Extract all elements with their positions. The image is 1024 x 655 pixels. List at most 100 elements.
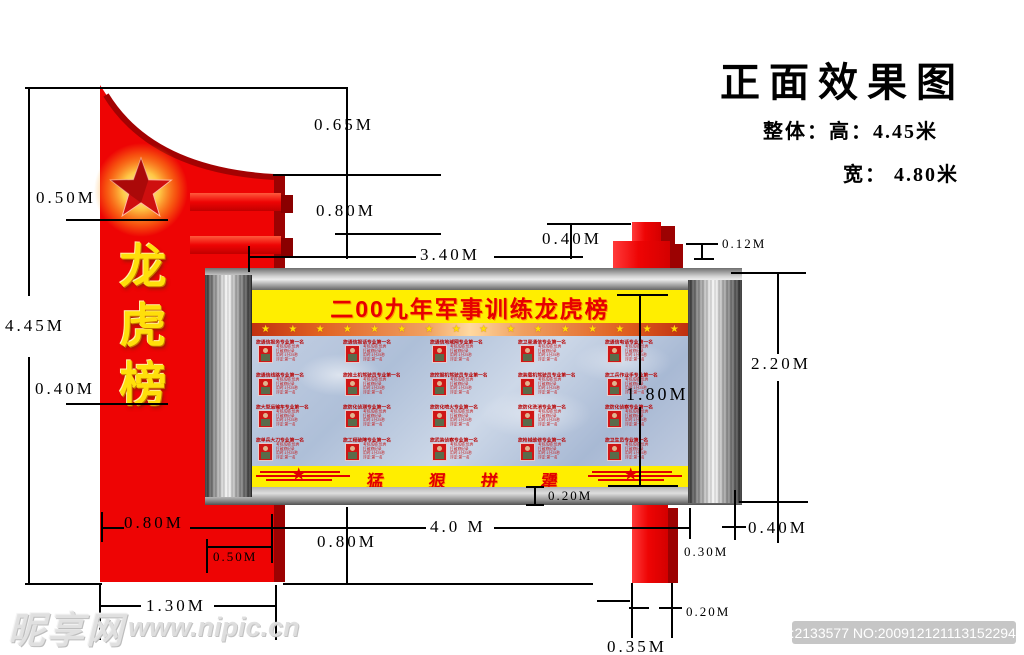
honor-entry: 旅通信报话专业第一名考核成绩:优秀打破旅纪录用时:1分25秒评定:第一名记录:4… — [339, 336, 426, 369]
honor-entry-title: 旅通信报务专业第一名 — [256, 340, 305, 346]
honor-entry: 旅防化喷火专业第一名考核成绩:优秀打破旅纪录用时:1分25秒评定:第一名记录:4… — [426, 401, 513, 434]
dimension-line — [608, 485, 678, 487]
honor-entry: 旅大型运输车专业第一名考核成绩:优秀打破旅纪录用时:1分25秒评定:第一名记录:… — [252, 401, 339, 434]
dimension-label-040-left: 0.40M — [35, 379, 95, 398]
page-title: 正面效果图 — [720, 61, 965, 105]
watermark-url: www.nipic.cn — [128, 612, 300, 642]
dimension-line — [275, 585, 277, 640]
honor-entry: 旅武装侦察专业第一名考核成绩:优秀打破旅纪录用时:1分25秒评定:第一名记录:4… — [426, 434, 513, 467]
dimension-line — [689, 508, 691, 539]
motto-char-hen: 狠 — [427, 472, 448, 487]
overall-height-text: 整体：高：4.45米 — [763, 121, 938, 143]
band-star-icon: ★ — [533, 323, 543, 335]
dimension-label-040-post: 0.40M — [542, 229, 602, 248]
flourish-star-icon: ★ — [292, 466, 306, 483]
honor-entry-details: 考核成绩:优秀打破旅纪录用时:1分25秒评定:第一名 — [537, 345, 561, 362]
soldier-photo — [432, 345, 448, 363]
honor-entry: 旅推土机驾驶员专业第一名考核成绩:优秀打破旅纪录用时:1分25秒评定:第一名记录… — [339, 369, 426, 402]
dimension-label-020-post: 0.20M — [686, 604, 731, 619]
dimension-line — [66, 403, 168, 405]
honor-entry-title: 旅通信地域网专业第一名 — [430, 340, 484, 346]
dimension-line — [777, 381, 779, 503]
honor-entry: 旅单兵大刀专业第一名考核成绩:优秀打破旅纪录用时:1分25秒评定:第一名记录:4… — [252, 434, 339, 467]
dimension-line — [101, 512, 103, 542]
band-star-icon: ★ — [506, 323, 516, 335]
red-pillar — [94, 85, 293, 582]
dimension-label-020-rail: 0.20M — [548, 488, 593, 503]
dimension-line — [671, 583, 673, 638]
band-star-icon: ★ — [424, 323, 434, 335]
band-star-icon: ★ — [261, 323, 271, 335]
soldier-photo — [345, 410, 361, 428]
honor-entry-title: 旅推土机驾驶员专业第一名 — [343, 372, 401, 378]
honor-entry-title: 旅装载机驾驶员专业第一名 — [517, 372, 576, 378]
dimension-line — [273, 174, 441, 176]
honor-entry: 旅防化侦测专业第一名考核成绩:优秀打破旅纪录用时:1分25秒评定:第一名记录:4… — [339, 401, 426, 434]
motto-char-pin: 拼 — [479, 472, 500, 487]
dimension-line — [629, 607, 649, 609]
band-star-icon: ★ — [342, 323, 352, 335]
honor-entry-title: 旅卫生员专业第一名 — [604, 437, 649, 443]
pillar-curve-edge — [103, 93, 275, 180]
dimension-line — [99, 585, 101, 640]
honor-entry: 旅通信电话专业第一名考核成绩:优秀打破旅纪录用时:1分25秒评定:第一名记录:4… — [601, 336, 688, 369]
dimension-line — [272, 527, 426, 529]
bottom-post — [632, 505, 668, 583]
right-flourish: ★ — [588, 467, 684, 484]
dimension-line — [526, 486, 544, 488]
dimension-line — [494, 256, 583, 258]
soldier-photo — [258, 377, 273, 396]
dimension-line — [534, 486, 536, 506]
dimension-label-050-bottom: 0.50M — [213, 549, 258, 564]
dimension-line — [639, 295, 641, 385]
dimension-line — [271, 514, 273, 563]
honor-entry-title: 旅卫星通信专业第一名 — [517, 340, 566, 346]
honor-entry-title: 旅防化洗消专业第一名 — [517, 405, 566, 411]
honor-entry-title: 旅防化侦察专业第一名 — [604, 405, 653, 411]
honor-entry-details: 考核成绩:优秀打破旅纪录用时:1分25秒评定:第一名 — [537, 410, 561, 427]
soldier-photo — [258, 345, 273, 363]
dimension-line — [248, 256, 416, 258]
honor-entry: 旅通信线路专业第一名考核成绩:优秀打破旅纪录用时:1分25秒评定:第一名记录:4… — [252, 369, 339, 402]
dimension-line — [346, 507, 348, 584]
soldier-photo — [345, 345, 361, 363]
pillar-char-tiger: 虎 — [119, 299, 167, 352]
banner-top-rail — [205, 268, 742, 291]
dimension-line — [659, 607, 682, 609]
dimension-line — [617, 294, 668, 296]
soldier-photo — [432, 442, 448, 461]
honor-entry: 旅通信报务专业第一名考核成绩:优秀打破旅纪录用时:1分25秒评定:第一名记录:4… — [252, 336, 339, 369]
soldier-photo — [258, 410, 273, 428]
soldier-photo — [345, 377, 361, 396]
scroll-roll-right — [688, 280, 742, 503]
band-star-icon: ★ — [288, 323, 298, 335]
motto-char-meng: 猛 — [365, 472, 386, 487]
honor-entry: 旅卫星通信专业第一名考核成绩:优秀打破旅纪录用时:1分25秒评定:第一名记录:4… — [514, 336, 601, 369]
soldier-photo — [432, 410, 448, 428]
pillar-char-long: 龙 — [119, 240, 167, 293]
dimension-line — [494, 527, 691, 529]
dimension-line — [734, 490, 736, 540]
dimension-line — [631, 583, 633, 638]
dimension-line — [25, 87, 347, 89]
honor-entry-details: 考核成绩:优秀打破旅纪录用时:1分25秒评定:第一名 — [363, 442, 387, 460]
banner-content: 二00九年军事训练龙虎榜 ★★★★★★★★★★★★★★★★ 旅通信报务专业第一名… — [252, 290, 688, 487]
banner-footer-strip: ★ 猛 狠 拼 犟 ★ — [252, 466, 688, 487]
honor-entry-details: 考核成绩:优秀打破旅纪录用时:1分25秒评定:第一名 — [624, 410, 649, 427]
soldier-photo — [519, 442, 535, 461]
soldier-photo — [345, 442, 361, 461]
dimension-label-040-bottom-right: 0.40M — [748, 518, 808, 537]
soldier-photo — [519, 377, 535, 396]
dimension-line — [28, 87, 30, 296]
banner-title: 二00九年军事训练龙虎榜 — [330, 295, 610, 322]
pillar-bar-bottom — [190, 236, 281, 254]
dimension-line — [639, 407, 641, 486]
dimension-line — [66, 219, 168, 221]
honor-entry-title: 旅工程破障专业第一名 — [343, 437, 392, 443]
dimension-label-400: 4.0 M — [430, 517, 486, 536]
honor-entry-details: 考核成绩:优秀打破旅纪录用时:1分25秒评定:第一名 — [276, 345, 300, 362]
dimension-line — [206, 539, 208, 573]
dimension-label-220: 2.20M — [751, 354, 811, 373]
dimension-label-130: 1.30M — [146, 596, 206, 615]
